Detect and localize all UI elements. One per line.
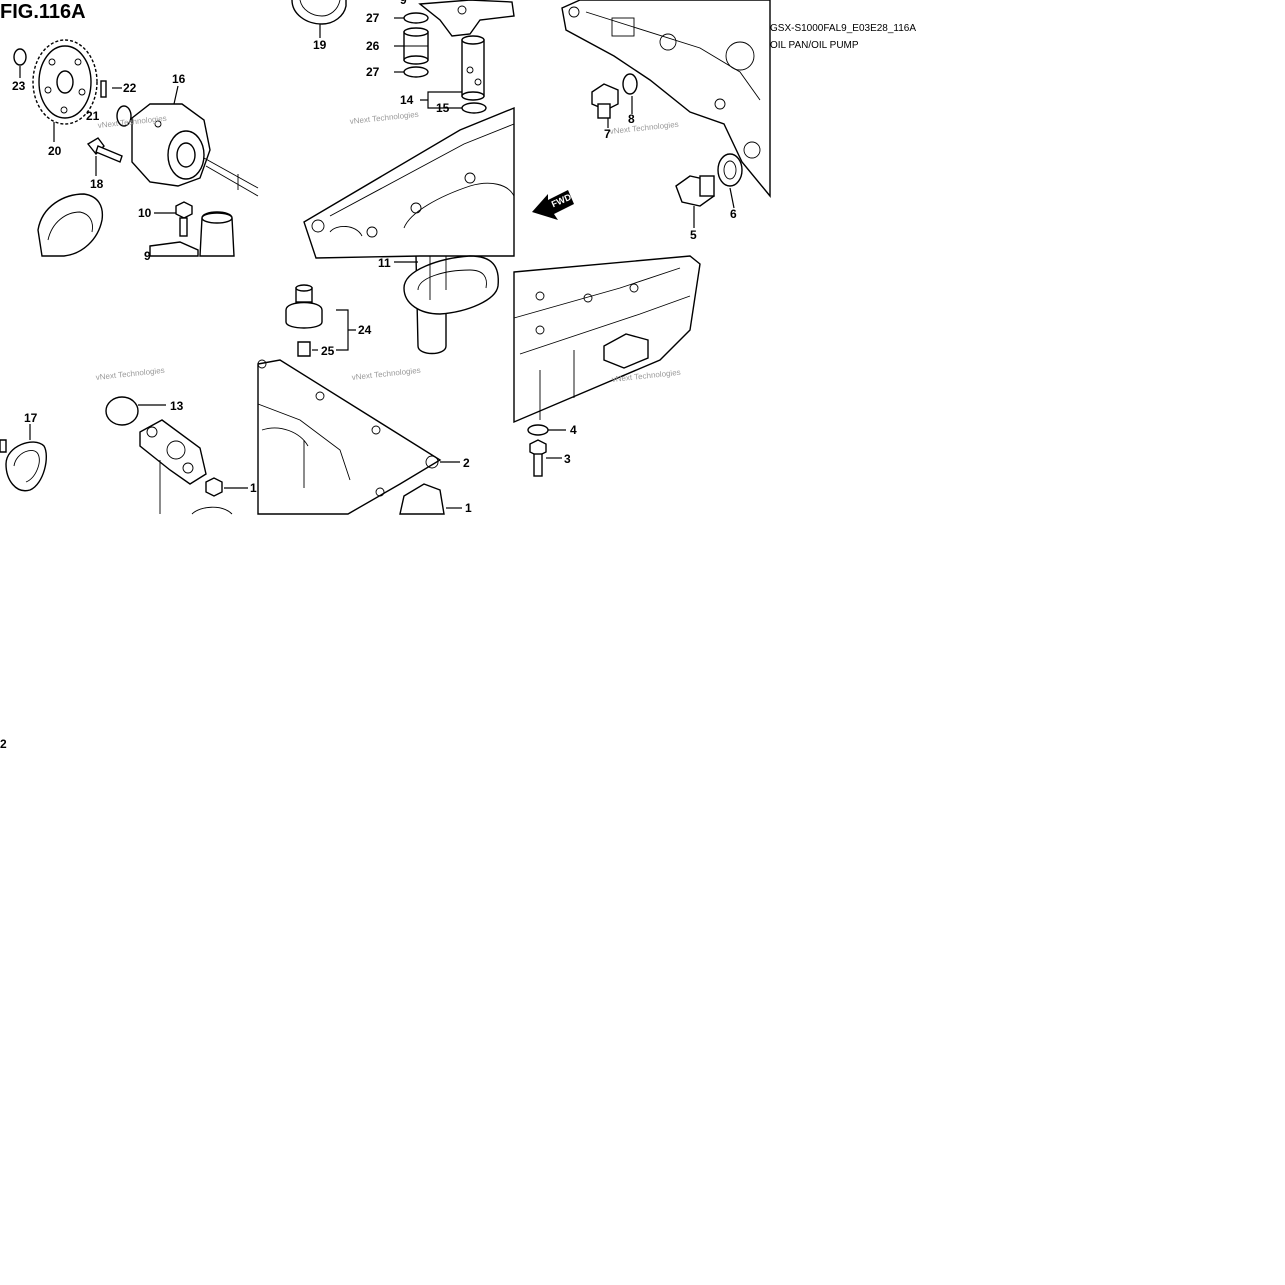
- lower-left-panel: [0, 359, 445, 515]
- callout-20: 20: [48, 144, 62, 158]
- callout-9-top: 9: [400, 0, 407, 7]
- part-9-bracket-drawing: [418, 0, 515, 37]
- part-17-gasket-drawing: [0, 439, 48, 492]
- part-14-pipe-drawing: [461, 35, 485, 101]
- callout-6: 6: [730, 207, 737, 221]
- part-18-bolt-drawing: [86, 137, 123, 163]
- oil-pump-panel: [13, 0, 347, 257]
- part-11-pipe-drawing: [403, 255, 499, 355]
- callout-26: 26: [366, 39, 380, 53]
- callout-1-pan: 1: [465, 501, 472, 515]
- part-22-pin-drawing: [100, 80, 107, 98]
- part-27-oring-lower-drawing: [403, 66, 429, 78]
- oil-pan-drawing: [513, 255, 701, 477]
- callout-16: 16: [172, 72, 186, 86]
- callout-8: 8: [628, 112, 635, 126]
- part-15-oring-drawing: [461, 102, 487, 114]
- part-7-plug-drawing: [591, 83, 619, 119]
- callout-24: 24: [358, 323, 372, 337]
- callout-27-lower: 27: [366, 65, 380, 79]
- callout-13: 13: [170, 399, 184, 413]
- callout-5: 5: [690, 228, 697, 242]
- callout-2: 2: [463, 456, 470, 470]
- callouts: 23 20 22 21 16 18 19 9 27 26 27 14 15 10…: [0, 0, 737, 751]
- pressure-switch-drawing: [285, 284, 323, 357]
- callout-1-flange: 1: [250, 481, 257, 495]
- strainer-flange-drawing: [139, 419, 233, 515]
- part-1-bolt-drawing: [205, 477, 223, 497]
- callout-19: 19: [313, 38, 327, 52]
- callout-10: 10: [138, 206, 152, 220]
- callout-7: 7: [604, 127, 611, 141]
- driven-gear-drawing: [37, 193, 104, 257]
- stray-callout: 2: [0, 737, 7, 751]
- part-27-oring-upper-drawing: [403, 12, 429, 24]
- part-8-washer-drawing: [622, 73, 638, 95]
- callout-22: 22: [123, 81, 137, 95]
- part-21-washer-drawing: [116, 105, 132, 127]
- oil-strainer-drawing: [149, 211, 235, 257]
- callout-4: 4: [570, 423, 577, 437]
- callout-9-strainer: 9: [144, 249, 151, 263]
- part-6-gasket-drawing: [717, 153, 743, 187]
- figure-name: OIL PAN/OIL PUMP: [770, 40, 859, 51]
- callout-25: 25: [321, 344, 335, 358]
- callout-14: 14: [400, 93, 414, 107]
- relief-valve-panel: FWD: [303, 0, 574, 355]
- figure-code: GSX-S1000FAL9_E03E28_116A: [770, 23, 916, 34]
- callout-21: 21: [86, 109, 100, 123]
- callout-27-upper: 27: [366, 11, 380, 25]
- part-23-ring-drawing: [13, 48, 27, 66]
- callout-11: 11: [378, 256, 391, 270]
- part-20-sprocket-drawing: [32, 39, 98, 125]
- callout-23: 23: [12, 79, 26, 93]
- part-13-oring-drawing: [105, 396, 139, 426]
- part-16-oil-pump-drawing: [131, 103, 259, 197]
- oil-pan-gasket-upper-drawing: [303, 106, 515, 259]
- leader-lines: [19, 17, 735, 509]
- callout-15: 15: [436, 101, 450, 115]
- part-5-drain-plug-drawing: [675, 175, 715, 207]
- part-2-oil-pan-gasket-drawing: [257, 359, 445, 515]
- part-26-collar-drawing: [403, 27, 429, 65]
- part-4-washer-drawing: [527, 424, 549, 436]
- part-3-bolt-drawing: [529, 439, 547, 477]
- callout-18: 18: [90, 177, 104, 191]
- callout-3: 3: [564, 452, 571, 466]
- part-19-gear-drawing: [291, 0, 347, 25]
- crankcase-panel: [561, 0, 771, 207]
- part-10-bolt-drawing: [175, 201, 193, 237]
- callout-17: 17: [24, 411, 38, 425]
- figure-title: FIG.116A: [0, 1, 86, 23]
